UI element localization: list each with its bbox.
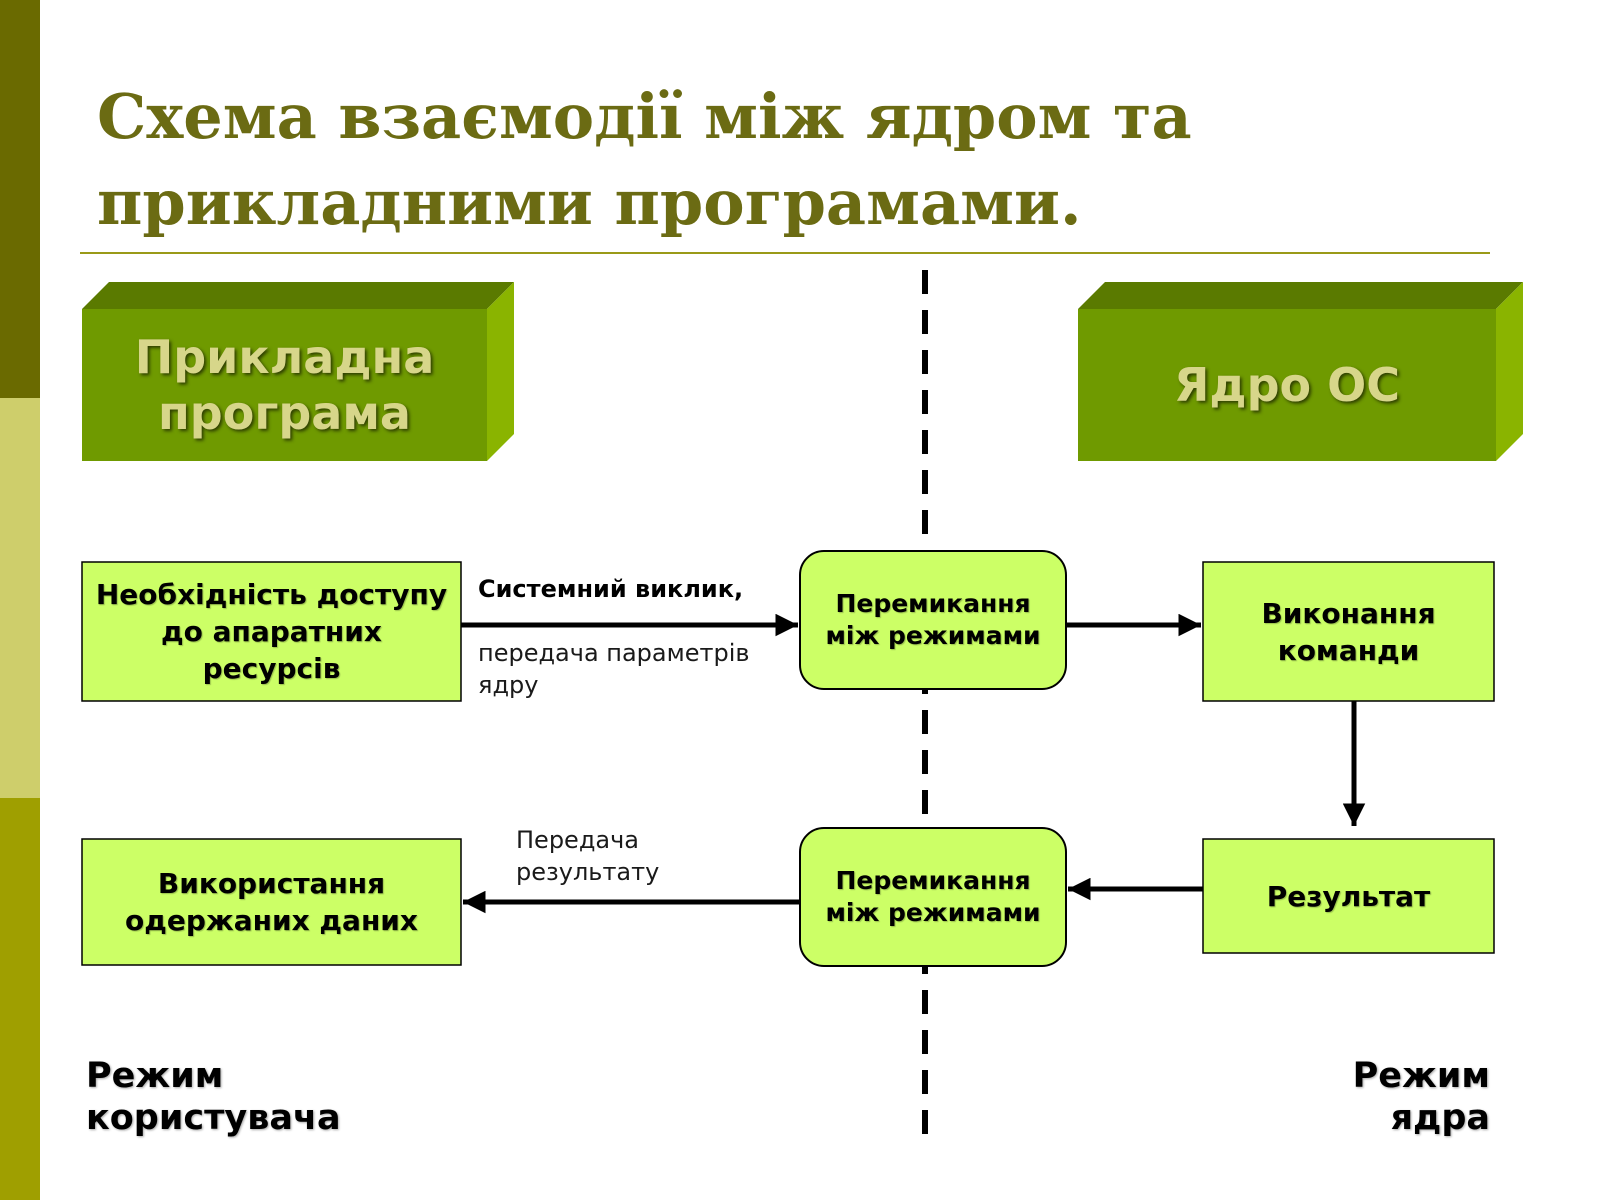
switch-top-label: Перемикання між режимами bbox=[825, 589, 1041, 650]
execute-box bbox=[1202, 561, 1495, 702]
params-label: передача параметрів ядру bbox=[478, 639, 750, 699]
switch-bottom-box bbox=[799, 827, 1067, 967]
switch-top-box bbox=[799, 550, 1067, 690]
title-rule bbox=[80, 252, 1490, 254]
app-header-label: Прикладна програма bbox=[134, 330, 435, 440]
switch-bottom-label: Перемикання між режимами bbox=[825, 866, 1041, 927]
kernel-header-block bbox=[1078, 282, 1523, 461]
need-access-label: Необхідність доступу до апаратних ресурс… bbox=[95, 578, 448, 685]
use-data-box bbox=[81, 838, 462, 966]
result-label: Результат bbox=[1266, 879, 1431, 913]
side-strip-dark bbox=[0, 0, 40, 398]
side-strip-light bbox=[0, 398, 40, 798]
slide-title: Схема взаємодії між ядром та прикладними… bbox=[97, 80, 1192, 239]
side-strip-mid bbox=[0, 798, 40, 1200]
kernel-mode-label: Режим ядра bbox=[1352, 1056, 1490, 1138]
transfer-label: Передача результату bbox=[516, 826, 660, 886]
execute-label: Виконання команди bbox=[1261, 596, 1436, 667]
need-access-box bbox=[81, 561, 462, 702]
kernel-header-label: Ядро ОС bbox=[1174, 358, 1400, 412]
use-data-label: Використання одержаних даних bbox=[125, 867, 418, 937]
app-header-block bbox=[82, 282, 514, 461]
user-mode-label: Режим користувача bbox=[86, 1056, 341, 1138]
syscall-label: Системний виклик, bbox=[478, 575, 744, 603]
result-box bbox=[1202, 838, 1495, 954]
